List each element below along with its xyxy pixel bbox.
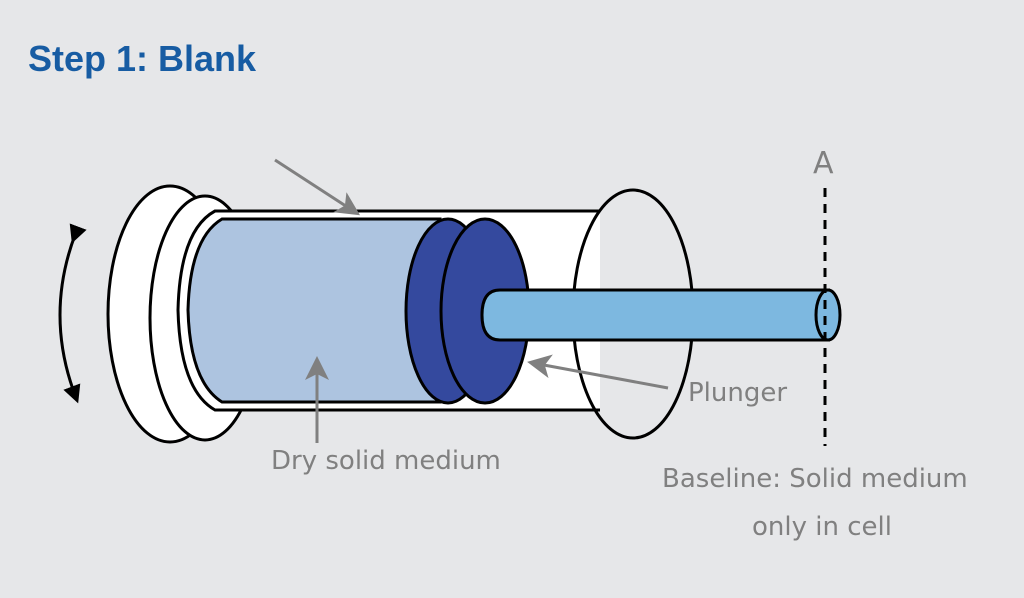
rod-end — [814, 288, 842, 342]
plunger-label: Plunger — [688, 378, 788, 408]
plunger-pointer-arrow — [527, 354, 669, 390]
baseline-label-line2: only in cell — [752, 512, 892, 542]
medium-label: Dry solid medium — [271, 446, 501, 476]
plunger-rod — [480, 288, 830, 342]
tube-pointer-arrow — [274, 158, 361, 216]
marker-a-label: A — [813, 146, 834, 181]
step-title: Step 1: Blank — [28, 38, 257, 79]
dry-solid-medium — [186, 217, 442, 404]
rotation-arrow-icon — [58, 223, 87, 404]
baseline-label-line1: Baseline: Solid medium — [662, 464, 968, 494]
